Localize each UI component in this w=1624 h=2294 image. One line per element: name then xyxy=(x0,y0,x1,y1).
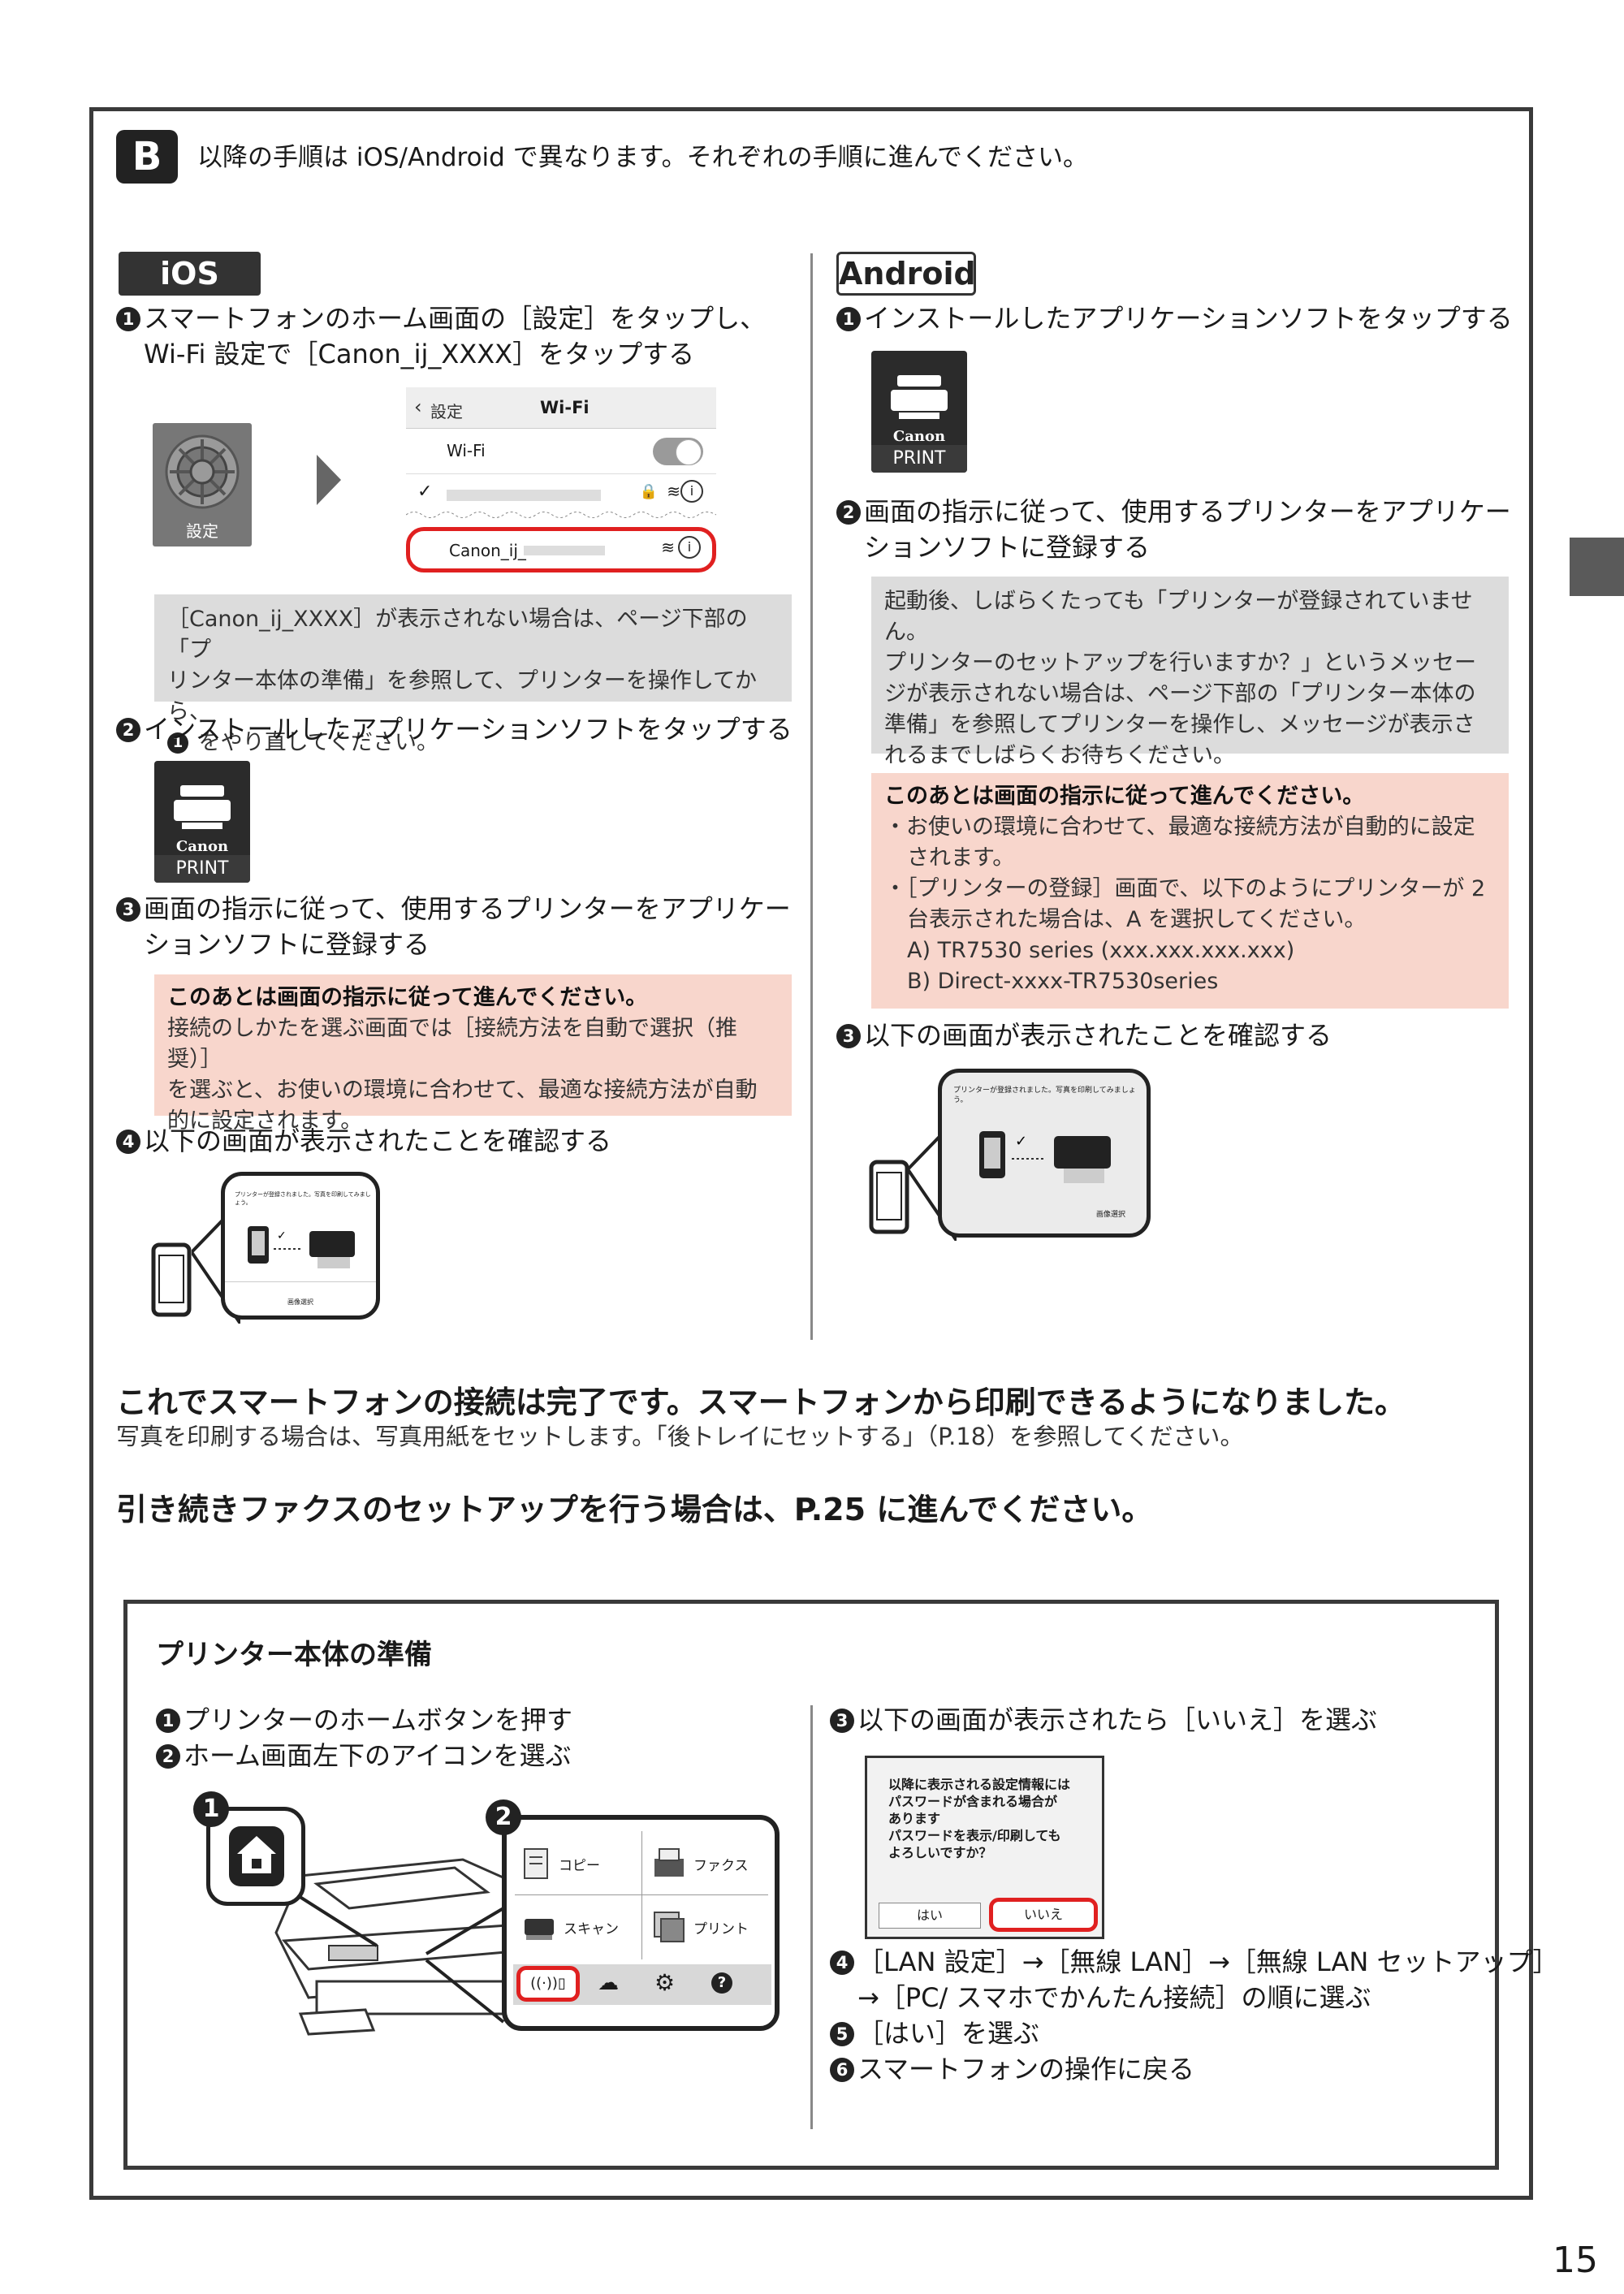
canon-logo: Canon xyxy=(175,838,229,855)
canon-logo: Canon xyxy=(892,428,946,445)
ios-note: ［Canon_ij_XXXX］が表示されない場合は、ページ下部の「プ リンター本… xyxy=(154,594,792,755)
blurred-network-name xyxy=(447,490,601,501)
canon-ij-row[interactable]: Canon_ij_ ≋ i xyxy=(406,527,716,572)
page-number: 15 xyxy=(1553,2240,1598,2281)
select-image-button[interactable]: 画像選択 xyxy=(287,1298,313,1306)
wireless-connect-icon[interactable]: ((·))▯ xyxy=(516,1966,580,2002)
help-icon[interactable]: ? xyxy=(711,1972,732,1994)
side-tab xyxy=(1570,538,1624,596)
arrow-right-icon xyxy=(317,455,341,505)
info-icon[interactable]: i xyxy=(680,480,703,503)
column-divider xyxy=(810,253,813,1340)
blurred-suffix xyxy=(524,546,605,555)
phone-to-printer-icon: ✓ xyxy=(248,1226,355,1268)
printer-icon xyxy=(174,785,231,829)
settings-app-icon[interactable]: 設定 xyxy=(153,423,252,546)
checkmark-icon: ✓ xyxy=(417,482,433,502)
app-label: PRINT xyxy=(871,445,967,473)
wifi-toggle[interactable] xyxy=(653,438,703,465)
callout-number-1: 1 xyxy=(193,1791,229,1827)
home-icon[interactable] xyxy=(227,1825,286,1888)
chevron-left-icon[interactable]: ‹ xyxy=(414,395,422,418)
callout-number-2: 2 xyxy=(486,1799,521,1835)
fax-icon xyxy=(654,1848,684,1877)
settings-gear-icon[interactable]: ⚙ xyxy=(654,1969,676,1996)
android-info-box: このあとは画面の指示に従って進んでください。 ・お使いの環境に合わせて、最適な接… xyxy=(871,773,1509,1009)
wifi-signal-icon: ≋ xyxy=(661,538,675,557)
prep-step-4: 4［LAN 設定］→［無線 LAN］→［無線 LAN セットアップ］ →［PC/… xyxy=(830,1944,1559,2015)
canon-print-app-icon[interactable]: Canon PRINT xyxy=(154,761,250,883)
page-frame xyxy=(89,107,1533,2200)
section-badge: B xyxy=(116,130,178,184)
completion-subtext: 写真を印刷する場合は、写真用紙をセットします。「後トレイにセットする」（P.18… xyxy=(116,1423,1244,1450)
app-label: PRINT xyxy=(154,855,250,883)
android-badge: Android xyxy=(836,252,976,296)
copy-icon xyxy=(524,1848,548,1879)
wifi-back-label[interactable]: 設定 xyxy=(430,402,463,421)
section-heading: 以降の手順は iOS/Android で異なります。それぞれの手順に進んでくださ… xyxy=(197,143,1089,172)
wifi-settings-screen: ‹ 設定 Wi-Fi Wi-Fi ✓ 🔒 ≋ i Canon_ij_ ≋ i xyxy=(406,387,716,582)
menu-print[interactable]: プリント xyxy=(653,1911,749,1943)
step-number: 1 xyxy=(116,307,140,331)
svg-text:✓: ✓ xyxy=(1015,1133,1027,1150)
ios-badge: iOS xyxy=(119,252,261,296)
phone-to-printer-icon: ✓ xyxy=(979,1131,1111,1183)
android-note: 起動後、しばらくたっても「プリンターが登録されていません。 プリンターのセットア… xyxy=(871,577,1509,768)
menu-fax[interactable]: ファクス xyxy=(653,1847,749,1880)
menu-scan[interactable]: スキャン xyxy=(523,1911,619,1943)
fax-setup-note: 引き続きファクスのセットアップを行う場合は、P.25 に進んでください。 xyxy=(116,1492,1153,1527)
smartphone-icon xyxy=(151,1242,192,1317)
printer-icon xyxy=(891,375,948,419)
wifi-nav-bar: ‹ 設定 Wi-Fi xyxy=(406,387,716,429)
photo-print-icon xyxy=(654,1912,685,1942)
cloud-icon[interactable]: ☁ xyxy=(598,1971,619,1995)
settings-label: 設定 xyxy=(186,521,218,541)
wifi-title: Wi-Fi xyxy=(540,398,590,417)
torn-edge xyxy=(406,512,716,518)
ios-app-screen: プリンターが登録されました。写真を印刷してみましょう。 ✓ 画像選択 xyxy=(221,1172,380,1320)
prep-divider xyxy=(810,1705,813,2129)
completion-title: これでスマートフォンの接続は完了です。スマートフォンから印刷できるようになりまし… xyxy=(116,1385,1406,1420)
printer-prep-box xyxy=(123,1600,1499,2170)
ios-info-box: このあとは画面の指示に従って進んでください。 接続のしかたを選ぶ画面では［接続方… xyxy=(154,974,792,1134)
select-image-button[interactable]: 画像選択 xyxy=(1095,1211,1125,1219)
android-app-screen: プリンターが登録されました。写真を印刷してみましょう。 ✓ 画像選択 xyxy=(938,1069,1151,1238)
no-button[interactable]: いいえ xyxy=(989,1898,1098,1932)
home-screen-callout: コピー ファクス スキャン プリント ((·))▯ ☁ ⚙ ? xyxy=(502,1815,780,2031)
menu-copy[interactable]: コピー xyxy=(523,1847,600,1880)
printer-prep-title: プリンター本体の準備 xyxy=(156,1639,432,1671)
yes-button[interactable]: はい xyxy=(879,1903,981,1929)
canon-print-app-icon[interactable]: Canon PRINT xyxy=(871,351,967,473)
prep-step-5: 5［はい］を選ぶ xyxy=(830,2015,1039,2051)
home-button-callout xyxy=(206,1807,305,1906)
svg-text:✓: ✓ xyxy=(277,1229,287,1242)
printer-illustration xyxy=(274,1858,547,2036)
wifi-signal-icon: ≋ xyxy=(667,482,680,501)
lock-icon: 🔒 xyxy=(639,483,658,500)
gear-icon xyxy=(165,434,240,509)
scan-icon xyxy=(525,1919,554,1940)
info-icon[interactable]: i xyxy=(678,536,701,559)
smartphone-icon xyxy=(869,1160,909,1234)
wifi-row-label: Wi-Fi xyxy=(447,441,486,460)
password-dialog: 以降に表示される設定情報には パスワードが含まれる場合が あります パスワードを… xyxy=(865,1756,1104,1939)
canon-ij-label: Canon_ij_ xyxy=(449,541,526,560)
wifi-toggle-row: Wi-Fi xyxy=(406,428,716,474)
wifi-connected-row[interactable]: ✓ 🔒 ≋ i xyxy=(406,473,716,514)
